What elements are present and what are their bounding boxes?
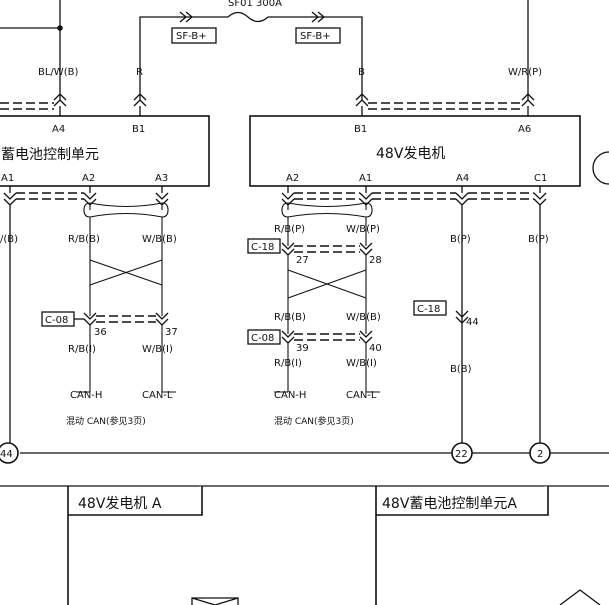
- fuse-tag-right-box: [295, 27, 341, 44]
- wire-label-wrp: W/R(P): [508, 67, 542, 78]
- gen-pin-a2: A2: [286, 173, 299, 184]
- offpage-circle: [592, 151, 609, 185]
- wire-label-blw: BL/W(B): [38, 67, 78, 78]
- ground-node-2-label: 2: [537, 449, 543, 460]
- connector-c18-b-pin1: 44: [466, 317, 479, 328]
- bms-pin-b1: B1: [132, 124, 145, 135]
- bms-pin-a3: A3: [155, 173, 168, 184]
- gen-pin-a6: A6: [518, 124, 531, 135]
- can-h-gen: CAN-H: [274, 390, 306, 401]
- bms-pin-a2: A2: [82, 173, 95, 184]
- wire-label-b-p2: B(P): [528, 234, 549, 245]
- wire-label-wb-i2: W/B(I): [346, 358, 377, 369]
- ground-node-22-label: 22: [455, 449, 468, 460]
- fuse-tag-right: SF-B+: [300, 31, 331, 42]
- fuse-label: SF01 300A: [228, 0, 282, 9]
- can-note-bms: 混动 CAN(参见3页): [66, 415, 146, 427]
- connector-c18-b-box: [413, 300, 447, 316]
- connector-c08-b-box: [247, 329, 281, 345]
- wire-label-rb-b2: R/B(B): [274, 312, 306, 323]
- gen-pin-a4: A4: [456, 173, 469, 184]
- connector-c08-a-pin1: 36: [94, 327, 107, 338]
- ground-bus: 44 22 2: [0, 442, 609, 464]
- connector-c08-b: C-08: [251, 333, 274, 344]
- wire-label-b-b: B(B): [450, 364, 472, 375]
- wire-label-r: R: [136, 67, 143, 78]
- connector-c18-a-box: [247, 238, 281, 254]
- twisted-pair-bms: R/B(B) W/B(B) C-08 36 37 R/B(I) W/B(I) C…: [41, 202, 178, 427]
- can-h-bms: CAN-H: [70, 390, 102, 401]
- ground-node-22: [451, 442, 473, 464]
- wire-label-wb-b: W/B(B): [142, 234, 177, 245]
- ground-node-44-label: 44: [0, 449, 13, 460]
- gen-title: 48V发电机: [376, 146, 445, 162]
- connector-c08-b-pin1: 39: [296, 343, 309, 354]
- bottom-left-title: 48V发电机 A: [78, 496, 162, 512]
- wire-label-rb-i1: R/B(I): [68, 344, 96, 355]
- gen-pin-a1: A1: [359, 173, 372, 184]
- wire-label-wb-p: W/B(P): [346, 224, 380, 235]
- wire-label-rb-i2: R/B(I): [274, 358, 302, 369]
- gen-pin-c1: C1: [534, 173, 547, 184]
- connector-c08-a: C-08: [45, 315, 68, 326]
- battery-control-unit: 蓄电池控制单元 A4 B1 A1 A2 A3: [0, 115, 210, 187]
- wire-label-wb-i1: W/B(I): [142, 344, 173, 355]
- wire-label-rb-p: R/B(P): [274, 224, 305, 235]
- can-note-gen: 混动 CAN(参见3页): [274, 415, 354, 427]
- wire-label-b-p1: B(P): [450, 234, 471, 245]
- connector-c18-a-pin2: 28: [369, 255, 382, 266]
- generator-48v: 48V发电机 B1 A6 A2 A1 A4 C1: [249, 115, 581, 187]
- ground-wires: /(B) B(P) C-18 44 B(B) B(P): [0, 205, 549, 443]
- ground-node-2: [529, 442, 551, 464]
- connector-c18-b: C-18: [417, 304, 440, 315]
- gen-pin-b1: B1: [354, 124, 367, 135]
- fuse-tag-left-box: [171, 27, 217, 44]
- connector-c18-a: C-18: [251, 242, 274, 253]
- wire-label-wb-b2: W/B(B): [346, 312, 381, 323]
- connector-c18-a-pin1: 27: [296, 255, 309, 266]
- bottom-connectors: [3, 186, 547, 206]
- can-l-bms: CAN-L: [142, 390, 173, 401]
- can-l-gen: CAN-L: [346, 390, 377, 401]
- bms-pin-a1: A1: [1, 173, 14, 184]
- ground-node-44: [0, 442, 19, 464]
- bms-title: 蓄电池控制单元: [1, 147, 99, 163]
- bottom-right-title: 48V蓄电池控制单元A: [382, 496, 517, 512]
- fuse-line: SF01 300A SF-B+ SF-B+: [139, 0, 363, 100]
- twisted-pair-generator: R/B(P) W/B(P) C-18 27 28 R/B(B) W/B(B) C…: [247, 202, 382, 427]
- wire-label-left-edge: /(B): [0, 234, 18, 245]
- wire-label-rb-b: R/B(B): [68, 234, 100, 245]
- wire-label-b: B: [358, 67, 365, 78]
- connector-c08-b-pin2: 40: [369, 343, 382, 354]
- bms-pin-a4: A4: [52, 124, 65, 135]
- fuse-tag-left: SF-B+: [176, 31, 207, 42]
- connector-c08-a-pin2: 37: [165, 327, 178, 338]
- bottom-section: 48V发电机 A 48V蓄电池控制单元A: [0, 485, 609, 605]
- top-wires: BL/W(B) R B W/R(P): [0, 0, 542, 116]
